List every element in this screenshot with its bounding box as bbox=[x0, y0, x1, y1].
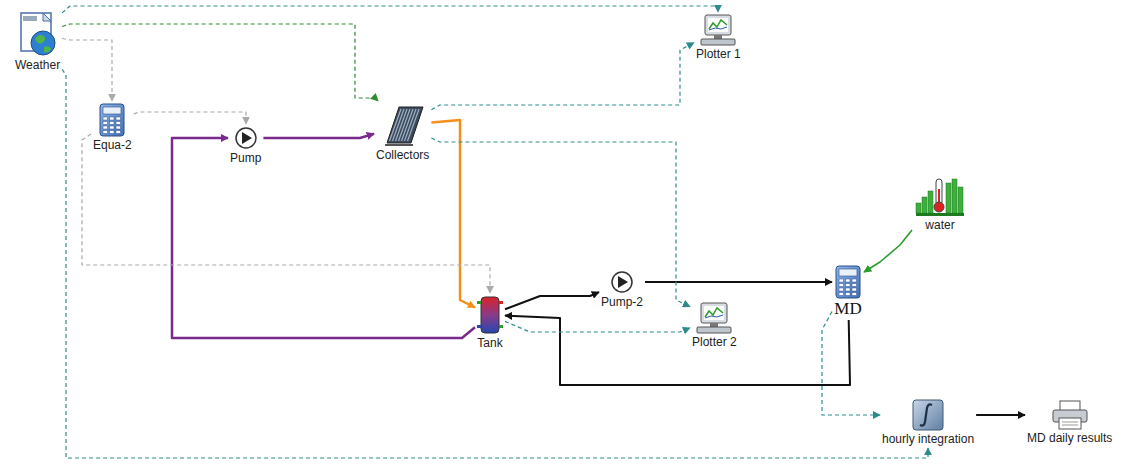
pump-block: Pump-2 bbox=[601, 270, 643, 309]
plotter-icon bbox=[699, 14, 737, 46]
block-label: MD daily results bbox=[1027, 431, 1112, 445]
water-profile-block: water bbox=[914, 173, 966, 232]
connector bbox=[505, 321, 690, 332]
connector bbox=[134, 112, 246, 124]
printer-icon bbox=[1051, 400, 1089, 430]
block-label: Pump-2 bbox=[601, 295, 643, 309]
collector-block: Collectors bbox=[376, 103, 429, 162]
connector bbox=[431, 43, 694, 110]
pump-icon bbox=[610, 270, 634, 294]
connector bbox=[263, 134, 374, 138]
coll-icon bbox=[379, 103, 427, 147]
tank-block: Tank bbox=[477, 295, 503, 350]
calc-icon bbox=[834, 265, 862, 299]
block-label: MD bbox=[834, 300, 861, 318]
printer-block: MD daily results bbox=[1027, 400, 1112, 445]
connector bbox=[976, 414, 1025, 416]
connector bbox=[505, 292, 599, 309]
block-label: water bbox=[925, 218, 954, 232]
plotter-block: Plotter 2 bbox=[692, 302, 737, 349]
pump-block: Pump bbox=[230, 126, 261, 165]
integ-icon bbox=[912, 399, 944, 431]
block-label: Tank bbox=[477, 336, 502, 350]
connector bbox=[62, 69, 928, 458]
block-label: Equa-2 bbox=[93, 138, 132, 152]
connector bbox=[864, 230, 912, 272]
block-label: Collectors bbox=[376, 148, 429, 162]
weather-icon bbox=[17, 11, 59, 57]
connector bbox=[431, 120, 475, 308]
connector bbox=[822, 312, 880, 416]
pump-icon bbox=[234, 126, 258, 150]
connector bbox=[62, 24, 378, 101]
integrator-block: hourly integration bbox=[882, 399, 974, 446]
equation-block: Equa-2 bbox=[93, 103, 132, 152]
water-icon bbox=[914, 173, 966, 217]
block-label: Plotter 1 bbox=[696, 47, 741, 61]
plotter-block: Plotter 1 bbox=[696, 14, 741, 61]
connector bbox=[62, 39, 112, 102]
plotter-icon bbox=[695, 302, 733, 334]
block-label: Weather bbox=[15, 58, 60, 72]
block-label: hourly integration bbox=[882, 432, 974, 446]
md-block: MD bbox=[834, 265, 862, 318]
block-label: Plotter 2 bbox=[692, 335, 737, 349]
block-label: Pump bbox=[230, 151, 261, 165]
connector bbox=[505, 316, 850, 385]
tank-icon bbox=[477, 295, 503, 335]
connector bbox=[645, 281, 832, 283]
connector bbox=[62, 6, 718, 13]
calc-icon bbox=[98, 103, 126, 137]
weather-block: Weather bbox=[15, 11, 60, 72]
connector bbox=[431, 138, 690, 307]
connector bbox=[82, 134, 490, 293]
connector bbox=[172, 138, 475, 338]
